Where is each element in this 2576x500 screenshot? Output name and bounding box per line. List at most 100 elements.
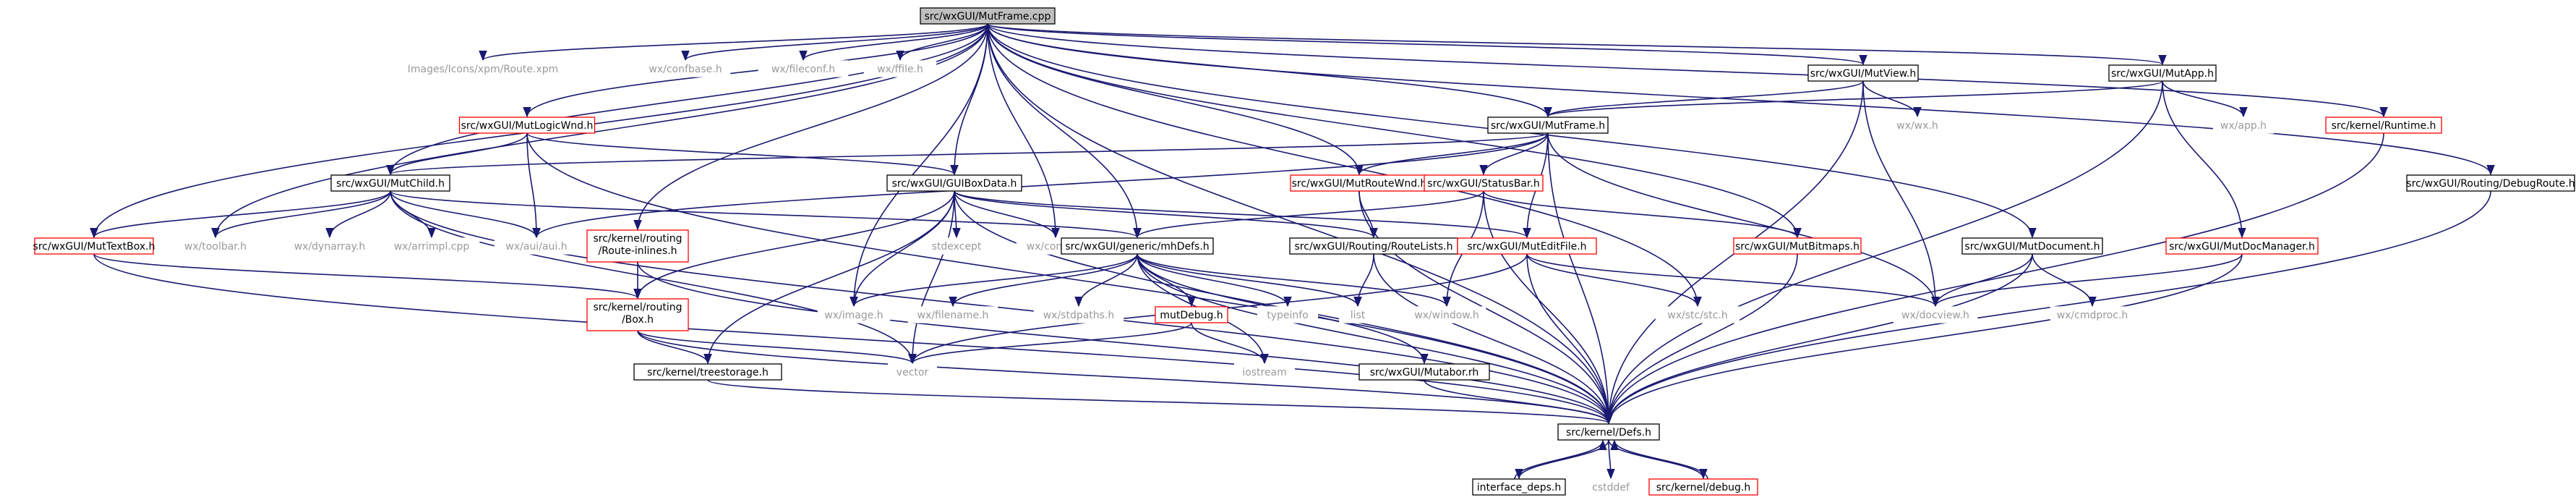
edge-root-to-logicwnd <box>523 23 988 118</box>
node-wx_h[interactable]: wx/wx.h <box>1889 116 1945 134</box>
node-label-guiboxdata: src/wxGUI/GUIBoxData.h <box>892 178 1017 190</box>
edge-logicwnd-to-defs <box>526 132 1613 425</box>
node-route_xpm[interactable]: Images/Icons/xpm/Route.xpm <box>401 60 565 77</box>
node-stdpaths[interactable]: wx/stdpaths.h <box>1033 306 1124 323</box>
node-stdexcept[interactable]: stdexcept <box>923 237 990 255</box>
node-confbase[interactable]: wx/confbase.h <box>640 60 731 77</box>
node-label-mutapp: src/wxGUI/MutApp.h <box>2111 68 2214 80</box>
node-label-docview: wx/docview.h <box>1901 310 1969 321</box>
node-routewnd[interactable]: src/wxGUI/MutRouteWnd.h <box>1290 174 1429 192</box>
node-box-aui <box>494 237 579 255</box>
node-root[interactable]: src/wxGUI/MutFrame.cpp <box>920 7 1056 25</box>
node-cstddef[interactable]: cstddef <box>1583 478 1638 496</box>
node-label-mutdocument: src/wxGUI/MutDocument.h <box>1964 241 2100 253</box>
node-box-wx_h <box>1889 116 1945 134</box>
node-label-stdpaths: wx/stdpaths.h <box>1043 310 1115 321</box>
node-treestorage[interactable]: src/kernel/treestorage.h <box>633 363 782 381</box>
node-route_inlines[interactable]: src/kernel/routing/Route-inlines.h <box>586 229 689 263</box>
node-box-docview <box>1893 306 1978 323</box>
node-runtime[interactable]: src/kernel/Runtime.h <box>2325 116 2442 134</box>
edge-routelists-to-defs <box>1373 253 1613 425</box>
node-box-stdexcept <box>923 237 990 255</box>
node-arrimpl[interactable]: wx/arrimpl.cpp <box>383 237 480 255</box>
node-box-ffile <box>863 60 937 77</box>
node-mutdocument[interactable]: src/wxGUI/MutDocument.h <box>1961 237 2103 255</box>
node-label-mhdefs: src/wxGUI/generic/mhDefs.h <box>1065 241 1209 253</box>
node-box-mutabor_rh <box>1358 363 1490 381</box>
node-label-app_h: wx/app.h <box>2220 120 2267 132</box>
edge-statusbar-to-defs <box>1483 190 1613 425</box>
node-list[interactable]: list <box>1339 306 1377 323</box>
edge-mutdocument-to-defs <box>1604 253 2033 425</box>
node-typeinfo[interactable]: typeinfo <box>1257 306 1319 323</box>
node-guiboxdata[interactable]: src/wxGUI/GUIBoxData.h <box>886 174 1022 192</box>
edge-mutframe_h-to-aui <box>532 132 1549 239</box>
edge-root-to-toolbar <box>211 23 988 239</box>
node-mutabor_rh[interactable]: src/wxGUI/Mutabor.rh <box>1358 363 1490 381</box>
node-mutdebug[interactable]: mutDebug.h <box>1155 306 1228 323</box>
node-label-routelists: src/wxGUI/Routing/RouteLists.h <box>1295 241 1453 253</box>
node-debugroute[interactable]: src/wxGUI/Routing/DebugRoute.h <box>2406 174 2575 192</box>
edge-mutdocument-to-cmdproc <box>2032 253 2097 308</box>
node-label-stdexcept: stdexcept <box>932 241 982 253</box>
edge-mutapp-to-mutframe_h <box>1544 80 2163 118</box>
node-box-typeinfo <box>1257 306 1319 323</box>
node-box_h[interactable]: src/kernel/routing/Box.h <box>586 298 689 331</box>
node-dynarray[interactable]: wx/dynarray.h <box>284 237 375 255</box>
node-app_h[interactable]: wx/app.h <box>2212 116 2275 134</box>
node-fileconf[interactable]: wx/fileconf.h <box>758 60 849 77</box>
node-box-editfile <box>1457 237 1597 255</box>
edge-mutchild-to-toolbar <box>211 190 391 239</box>
node-iostream[interactable]: iostream <box>1233 363 1296 381</box>
node-cmdproc[interactable]: wx/cmdproc.h <box>2050 306 2135 323</box>
node-vector[interactable]: vector <box>888 363 937 381</box>
node-box-toolbar <box>173 237 258 255</box>
node-docview[interactable]: wx/docview.h <box>1893 306 1978 323</box>
node-label-aui: wx/aui/aui.h <box>505 241 567 253</box>
node-mutview[interactable]: src/wxGUI/MutView.h <box>1807 64 1919 82</box>
node-bitmaps[interactable]: src/wxGUI/MutBitmaps.h <box>1733 237 1862 255</box>
node-box-mutapp <box>2108 64 2217 82</box>
node-stc[interactable]: wx/stc/stc.h <box>1655 306 1740 323</box>
node-label-iostream: iostream <box>1242 367 1287 378</box>
node-editfile[interactable]: src/wxGUI/MutEditFile.h <box>1457 237 1597 255</box>
node-label-typeinfo: typeinfo <box>1267 310 1309 321</box>
node-defs[interactable]: src/kernel/Defs.h <box>1557 423 1660 441</box>
node-mutextbox[interactable]: src/wxGUI/MutTextBox.h <box>33 237 155 255</box>
node-interface_deps[interactable]: interface_deps.h <box>1472 478 1566 496</box>
edge-mutchild-to-aui <box>390 190 541 239</box>
node-box-kdebug <box>1648 478 1758 496</box>
node-label-mutchild: src/wxGUI/MutChild.h <box>336 178 445 190</box>
node-box-dynarray <box>284 237 375 255</box>
node-mutframe_h[interactable]: src/wxGUI/MutFrame.h <box>1487 116 1609 134</box>
node-image[interactable]: wx/image.h <box>817 306 891 323</box>
edge-guiboxdata-to-routelists <box>954 190 1378 239</box>
node-label-mutdebug: mutDebug.h <box>1160 310 1223 321</box>
edge-mhdefs-to-defs <box>1137 253 1613 425</box>
node-label-mutframe_h: src/wxGUI/MutFrame.h <box>1491 120 1605 132</box>
edge-mhdefs-to-stdpaths <box>1074 253 1138 308</box>
node-aui[interactable]: wx/aui/aui.h <box>494 237 579 255</box>
node-kdebug[interactable]: src/kernel/debug.h <box>1648 478 1758 496</box>
edge-mutframe_h-to-statusbar <box>1479 132 1549 176</box>
node-box-guiboxdata <box>886 174 1022 192</box>
node-mutdocmanager[interactable]: src/wxGUI/MutDocManager.h <box>2165 237 2319 255</box>
node-routelists[interactable]: src/wxGUI/Routing/RouteLists.h <box>1289 237 1458 255</box>
node-logicwnd[interactable]: src/wxGUI/MutLogicWnd.h <box>458 116 596 134</box>
node-box-debugroute <box>2406 174 2575 192</box>
node-ffile[interactable]: wx/ffile.h <box>863 60 937 77</box>
node-window[interactable]: wx/window.h <box>1407 306 1486 323</box>
node-statusbar[interactable]: src/wxGUI/StatusBar.h <box>1424 174 1544 192</box>
node-mhdefs[interactable]: src/wxGUI/generic/mhDefs.h <box>1061 237 1214 255</box>
node-mutapp[interactable]: src/wxGUI/MutApp.h <box>2108 64 2217 82</box>
node-toolbar[interactable]: wx/toolbar.h <box>173 237 258 255</box>
edge-guiboxdata-to-box_h <box>633 190 955 300</box>
node-label-cstddef: cstddef <box>1592 482 1630 493</box>
edge-guiboxdata-to-image <box>850 190 955 308</box>
node-box-treestorage <box>633 363 782 381</box>
node-label-interface_deps: interface_deps.h <box>1477 482 1561 493</box>
node-filename[interactable]: wx/filename.h <box>907 306 998 323</box>
node-label-mutextbox: src/wxGUI/MutTextBox.h <box>33 241 155 253</box>
node-mutchild[interactable]: src/wxGUI/MutChild.h <box>330 174 450 192</box>
